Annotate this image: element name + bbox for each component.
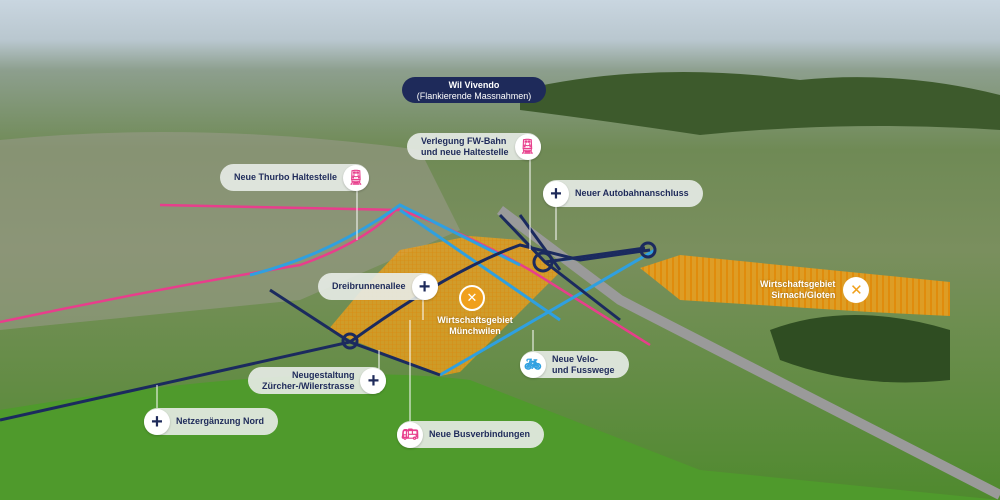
label-bus[interactable]: 🚌︎ Neue Busverbindungen [397, 421, 545, 448]
label-netz-nord[interactable]: + Netzergänzung Nord [144, 408, 279, 435]
plus-icon: + [411, 273, 438, 300]
zone-sirnach: Wirtschaftsgebiet Sirnach/Gloten ✕ [760, 277, 870, 303]
label-velo[interactable]: 🚲︎ Neue Velo-und Fusswege [520, 351, 629, 378]
label-wil-vivendo[interactable]: Wil Vivendo (Flankierende Massnahmen) [402, 77, 546, 103]
zone-sirnach-label: Wirtschaftsgebiet Sirnach/Gloten [760, 279, 835, 302]
zone-sirnach-area [640, 255, 950, 316]
label-text: Netzergänzung Nord [176, 416, 265, 427]
label-text: Neue Thurbo Haltestelle [234, 172, 338, 183]
bicycle-icon: 🚲︎ [520, 351, 546, 378]
label-line2: Münchwilen [449, 326, 501, 337]
zone-muenchwilen-label: Wirtschaftsgebiet Münchwilen [425, 315, 525, 338]
plus-icon: + [543, 180, 569, 207]
label-line2: und Fusswege [552, 364, 615, 375]
label-line1: Wil Vivendo [448, 80, 500, 90]
plus-icon: + [360, 367, 387, 394]
label-line2: (Flankierende Massnahmen) [416, 91, 532, 102]
tools-icon: ✕ [459, 285, 485, 311]
train-icon: 🚆︎ [514, 133, 541, 160]
label-autobahn[interactable]: + Neuer Autobahnanschluss [543, 180, 703, 207]
bus-icon: 🚌︎ [397, 421, 423, 448]
label-line1: Wirtschaftsgebiet [437, 315, 513, 325]
leader-lines [156, 160, 557, 422]
forest [520, 72, 1000, 135]
label-dreibrunnenallee[interactable]: Dreibrunnenallee + [318, 273, 438, 300]
tools-icon: ✕ [843, 277, 870, 303]
label-thurbo[interactable]: Neue Thurbo Haltestelle 🚆︎ [220, 164, 370, 191]
plus-icon: + [144, 408, 170, 435]
label-line1: Verlegung FW-Bahn [421, 135, 507, 146]
train-icon: 🚆︎ [343, 164, 370, 191]
zone-muenchwilen-area [328, 236, 560, 376]
label-line2: und neue Haltestelle [421, 146, 509, 157]
label-line2: Sirnach/Gloten [771, 290, 836, 300]
label-line2: Zürcher-/Wilerstrasse [262, 380, 355, 391]
label-text: Neuer Autobahnanschluss [575, 188, 689, 199]
label-text: Neue Busverbindungen [429, 429, 531, 440]
label-line1: Wirtschaftsgebiet [760, 278, 836, 289]
label-line1: Neugestaltung [291, 369, 355, 380]
forest-right [770, 315, 950, 383]
label-line1: Neue Velo- [552, 353, 599, 364]
label-text: Dreibrunnenallee [332, 281, 406, 292]
